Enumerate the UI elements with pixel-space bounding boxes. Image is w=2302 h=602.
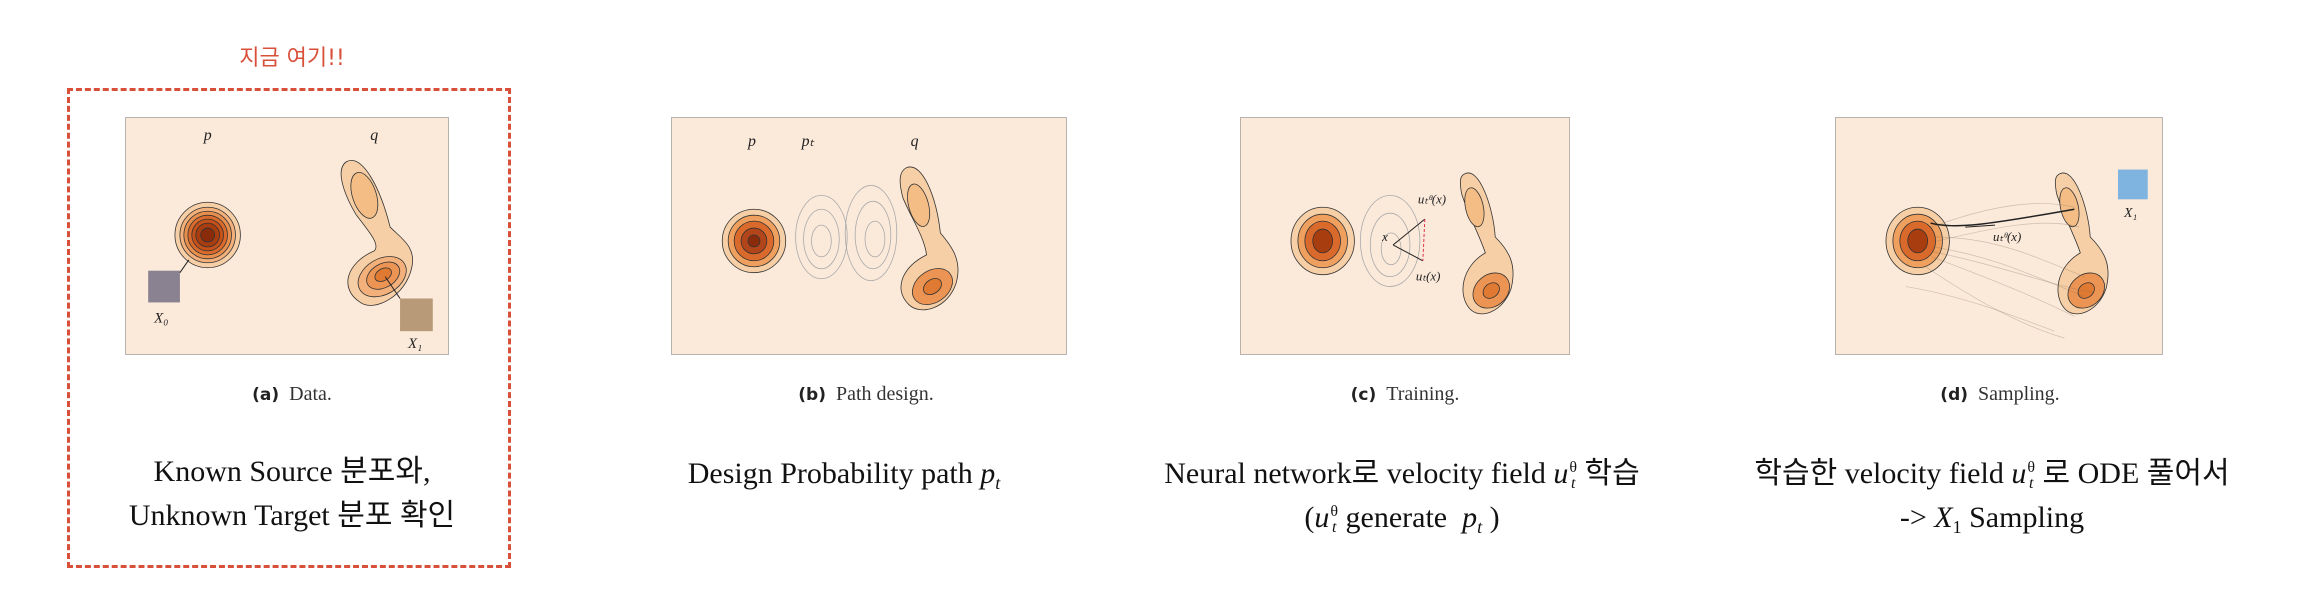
path-plot: p pₜ q xyxy=(721,133,959,311)
caption-b: (b)Path design. xyxy=(798,383,934,405)
caption-d: (d)Sampling. xyxy=(1940,383,2060,405)
caption-a: (a)Data. xyxy=(252,383,332,405)
target-distribution xyxy=(340,160,414,306)
highlight-box xyxy=(67,88,511,568)
noise-image xyxy=(148,270,180,303)
description-b: Design Probability path pt xyxy=(687,457,1001,493)
intermediate-distributions xyxy=(795,185,898,282)
sample-trajectory xyxy=(1930,208,2075,227)
panel-c-figure: x uₜᶿ(x) uₜ(x) xyxy=(1240,117,1570,355)
label-x1: X₁ xyxy=(2123,206,2137,221)
source-distribution xyxy=(1885,206,1950,276)
description-a: Known Source 분포와,Unknown Target 분포 확인 xyxy=(128,455,456,532)
label-ut: uₜ(x) xyxy=(1416,270,1441,284)
target-distribution xyxy=(2054,172,2109,315)
label-p: p xyxy=(747,133,756,150)
target-distribution xyxy=(1459,172,1514,315)
label-pt: pₜ xyxy=(801,133,815,150)
panel-b-figure: p pₜ q xyxy=(671,117,1067,355)
data-plot: p q X₀ X₁ xyxy=(148,127,433,352)
label-x: x xyxy=(1381,230,1388,244)
caption-c: (c)Training. xyxy=(1350,383,1460,405)
panel-a-figure: p q X₀ X₁ xyxy=(125,117,449,355)
dog-image xyxy=(400,298,433,332)
source-distribution xyxy=(721,208,787,274)
highlight-label: 지금 여기!! xyxy=(239,46,345,71)
true-vector-arrow xyxy=(1392,244,1424,262)
sampling-plot: uₜᶿ(x) X₁ xyxy=(1885,169,2148,339)
ode-trajectories xyxy=(1905,203,2095,339)
intermediate-distribution xyxy=(1359,194,1421,287)
panel-d-figure: uₜᶿ(x) X₁ xyxy=(1835,117,2163,355)
label-x0: X₀ xyxy=(153,310,168,326)
loss-line xyxy=(1422,219,1426,261)
learned-vector-arrow xyxy=(1392,218,1426,246)
label-p: p xyxy=(203,127,212,144)
label-x1: X₁ xyxy=(407,336,422,352)
dog-image xyxy=(2117,169,2148,200)
label-q: q xyxy=(370,127,378,144)
source-distribution xyxy=(1290,206,1355,276)
label-utheta: uₜᶿ(x) xyxy=(1993,230,2021,244)
label-q: q xyxy=(911,133,919,150)
velocity-arrow xyxy=(1965,224,1996,228)
training-plot: x uₜᶿ(x) uₜ(x) xyxy=(1290,172,1514,315)
label-utheta: uₜᶿ(x) xyxy=(1418,192,1446,206)
source-distribution xyxy=(174,201,241,269)
target-distribution xyxy=(899,166,959,311)
